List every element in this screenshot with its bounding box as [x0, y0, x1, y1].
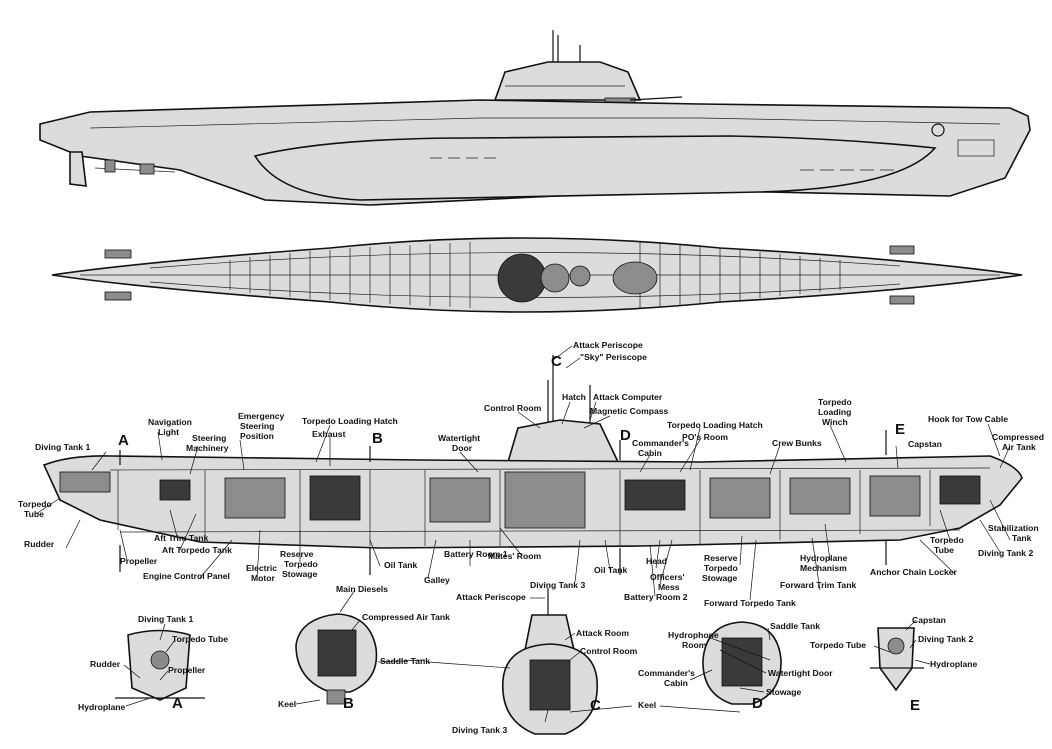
label-pos-room: PO's Room — [682, 432, 728, 442]
section-c-top: C — [551, 353, 562, 370]
label-battery-room-2: Battery Room 2 — [624, 592, 688, 602]
label-propeller: Propeller — [120, 556, 158, 566]
label-c-diving-tank-3: Diving Tank 3 — [452, 725, 507, 735]
label-c-attack-periscope: Attack Periscope — [456, 592, 526, 602]
label-crew-bunks: Crew Bunks — [772, 438, 822, 448]
label-magnetic-compass: Magnetic Compass — [590, 406, 669, 416]
submarine-side-profile — [39, 30, 1031, 206]
label-oil-tank-aft: Oil Tank — [384, 560, 417, 570]
label-sky-periscope: "Sky" Periscope — [580, 352, 647, 362]
leader-lines — [35, 345, 1011, 723]
label-head: Head — [646, 556, 667, 566]
label-forward-trim-tank: Forward Trim Tank — [780, 580, 856, 590]
section-a-bottom: A — [172, 695, 183, 712]
label-main-diesels: Main Diesels — [336, 584, 388, 594]
label-hook-for-tow-cable: Hook for Tow Cable — [928, 414, 1008, 424]
label-engine-control-panel: Engine Control Panel — [143, 571, 230, 581]
label-e-torpedo-tube: Torpedo Tube — [810, 640, 866, 650]
label-e-capstan: Capstan — [912, 615, 946, 625]
cutaway-labels: Attack Periscope "Sky" Periscope Hatch A… — [18, 340, 1044, 608]
submarine-deck-plan — [51, 237, 1023, 313]
section-e-top: E — [895, 421, 905, 438]
label-officers-mess: Officers'Mess — [650, 572, 685, 592]
label-c-attack-room: Attack Room — [576, 628, 629, 638]
label-a-propeller: Propeller — [168, 665, 206, 675]
label-a-torpedo-tube: Torpedo Tube — [172, 634, 228, 644]
label-exhaust: Exhaust — [312, 429, 346, 439]
label-c-control-room: Control Room — [580, 646, 638, 656]
label-forward-torpedo-tank: Forward Torpedo Tank — [704, 598, 796, 608]
label-a-diving-tank-1: Diving Tank 1 — [138, 614, 193, 624]
label-a-hydroplane: Hydroplane — [78, 702, 125, 712]
label-b-saddle-tank: Saddle Tank — [380, 656, 430, 666]
submarine-cutaway — [42, 355, 1023, 575]
label-torpedo-loading-hatch-aft: Torpedo Loading Hatch — [302, 416, 398, 426]
section-e-bottom: E — [910, 697, 920, 714]
label-attack-periscope: Attack Periscope — [573, 340, 643, 350]
section-b-bottom: B — [343, 695, 354, 712]
label-d-saddle-tank: Saddle Tank — [770, 621, 820, 631]
section-d-top: D — [620, 427, 631, 444]
label-control-room: Control Room — [484, 403, 542, 413]
label-b-keel: Keel — [278, 699, 296, 709]
label-rudder: Rudder — [24, 539, 55, 549]
hull-cross-section — [115, 588, 924, 735]
label-aft-torpedo-tank: Aft Torpedo Tank — [162, 545, 232, 555]
label-d-keel: Keel — [638, 700, 656, 710]
section-labels: Diving Tank 1 Torpedo Tube Rudder Propel… — [78, 592, 977, 735]
label-diving-tank-2: Diving Tank 2 — [978, 548, 1033, 558]
label-b-compressed-air-tank: Compressed Air Tank — [362, 612, 450, 622]
label-galley: Galley — [424, 575, 450, 585]
section-letters: A B C D E A B C D E — [118, 353, 920, 714]
label-diving-tank-3: Diving Tank 3 — [530, 580, 585, 590]
label-torpedo-loading-hatch-fwd: Torpedo Loading Hatch — [667, 420, 763, 430]
section-a-top: A — [118, 432, 129, 449]
section-b-top: B — [372, 430, 383, 447]
label-attack-computer: Attack Computer — [593, 392, 663, 402]
label-d-stowage: Stowage — [766, 687, 802, 697]
label-anchor-chain-locker: Anchor Chain Locker — [870, 567, 958, 577]
section-d-bottom: D — [752, 695, 763, 712]
label-mates-room: Mates' Room — [488, 551, 541, 561]
section-c-bottom: C — [590, 697, 601, 714]
label-aft-trim-tank: Aft Trim Tank — [154, 533, 208, 543]
label-a-rudder: Rudder — [90, 659, 121, 669]
label-e-diving-tank-2: Diving Tank 2 — [918, 634, 973, 644]
label-diving-tank-1: Diving Tank 1 — [35, 442, 90, 452]
label-capstan: Capstan — [908, 439, 942, 449]
label-oil-tank-fwd: Oil Tank — [594, 565, 627, 575]
label-e-hydroplane: Hydroplane — [930, 659, 977, 669]
label-battery-room-1: Battery Room 1 — [444, 549, 508, 559]
label-hatch: Hatch — [562, 392, 586, 402]
label-d-watertight-door: Watertight Door — [768, 668, 833, 678]
